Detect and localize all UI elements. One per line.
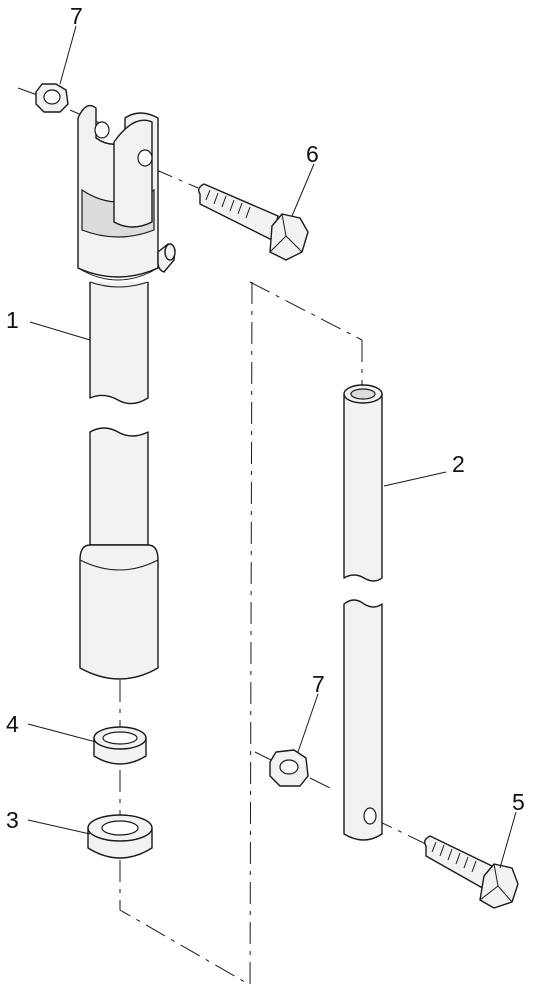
part-7-nut-mid [269, 749, 309, 787]
callout-3: 3 [6, 807, 19, 833]
part-7-nut-top [35, 83, 69, 113]
callout-2: 2 [452, 451, 465, 477]
callout-6: 6 [306, 141, 319, 167]
callout-leaders [27, 25, 517, 869]
callout-7-top: 7 [70, 3, 83, 29]
callout-7-mid: 7 [312, 671, 325, 697]
part-1-lower-tube [79, 427, 159, 680]
callout-1: 1 [6, 307, 19, 333]
part-3-spacer [87, 814, 153, 859]
part-1-clevis-tube [77, 104, 176, 405]
callout-5: 5 [512, 789, 525, 815]
assembly-centerlines [17, 87, 431, 991]
callout-labels: 1 2 3 4 5 6 7 7 [6, 3, 525, 833]
part-4-washer [93, 726, 147, 765]
callout-4: 4 [6, 711, 19, 737]
part-5-bolt [423, 835, 519, 909]
part-2-rod [343, 384, 383, 841]
part-6-bolt [197, 183, 309, 261]
